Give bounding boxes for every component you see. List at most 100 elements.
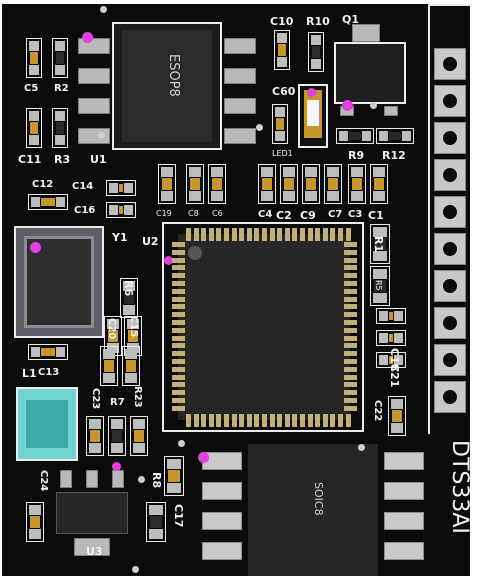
u2-pin	[344, 335, 357, 341]
smd-capacitor	[370, 164, 388, 204]
u2-pin	[344, 351, 357, 357]
u2-pin	[344, 242, 357, 247]
smd-capacitor	[130, 416, 148, 456]
u1-package-label: ESOP8	[166, 54, 181, 97]
label-r12: R12	[382, 149, 406, 162]
u1-pad	[78, 68, 110, 84]
smd-capacitor	[26, 108, 42, 148]
label-r5: R5	[374, 280, 383, 291]
smd-capacitor	[376, 308, 406, 324]
u2-pin	[338, 228, 343, 241]
smd-capacitor	[122, 346, 140, 386]
u2-pin	[344, 304, 357, 310]
u2-pin	[201, 414, 207, 427]
u2-pin	[344, 327, 357, 333]
header-pin-pad	[434, 48, 466, 80]
board-silkscreen-text: DTS33AI	[447, 440, 470, 534]
smd-resistor	[108, 416, 126, 456]
smd-capacitor	[86, 416, 104, 456]
u2-pin	[338, 414, 343, 427]
u2-chip-body	[178, 234, 350, 420]
u2-pin	[208, 414, 214, 427]
u2-pin	[172, 320, 185, 325]
u3-ref-label: U3	[86, 545, 103, 558]
u2-pin	[322, 228, 328, 241]
u2-pin	[292, 228, 298, 241]
pcb-board: ESOP8 U1 Q1 LED1 Y1 L1 U2 SOIC8	[2, 4, 470, 576]
header-pin-pad	[434, 270, 466, 302]
u2-pin	[216, 414, 222, 427]
label-c9: C9	[300, 209, 316, 222]
u1-pad	[224, 68, 256, 84]
q1-pad	[384, 106, 398, 116]
u1-pad	[78, 128, 110, 144]
q1-transistor	[334, 42, 406, 104]
smd-capacitor	[164, 456, 184, 496]
label-r9: R9	[348, 149, 365, 162]
led1-ref-label: LED1	[272, 149, 293, 158]
u2-pin	[315, 228, 321, 241]
u2-pin	[172, 405, 185, 411]
u2-pin	[172, 343, 185, 349]
label-c7: C7	[328, 209, 343, 220]
soic8-chip	[248, 444, 378, 576]
u2-pin	[344, 265, 357, 271]
soic8-pad	[384, 482, 424, 500]
l1-ref-label: L1	[22, 367, 37, 380]
u2-pin	[344, 390, 357, 396]
u2-pin	[269, 414, 275, 427]
u2-pin	[330, 414, 336, 427]
smd-capacitor	[272, 104, 288, 144]
u2-pin	[277, 228, 283, 241]
u2-pin	[172, 390, 185, 396]
smd-capacitor	[274, 30, 290, 70]
u2-pin	[344, 257, 357, 263]
via	[98, 132, 105, 139]
via	[358, 444, 365, 451]
u2-pin	[208, 228, 214, 241]
u2-pin	[345, 414, 351, 427]
u2-pin	[224, 414, 229, 427]
smd-capacitor	[258, 164, 276, 204]
header-pin-pad	[434, 159, 466, 191]
label-c10: C10	[270, 15, 294, 28]
u2-pin	[344, 405, 357, 411]
u2-pin	[246, 228, 252, 241]
smd-resistor	[370, 266, 390, 306]
u2-pin	[277, 414, 283, 427]
u2-pin	[172, 265, 185, 271]
u2-pin	[231, 228, 237, 241]
smd-capacitor	[26, 38, 42, 78]
label-c16: C16	[74, 205, 96, 216]
u2-pin	[330, 228, 336, 241]
u2-pin	[172, 304, 185, 310]
smd-resistor	[370, 224, 390, 264]
label-c6: C6	[212, 209, 223, 218]
label-c14: C14	[72, 181, 94, 192]
smd-resistor	[336, 128, 374, 144]
label-c22: C22	[372, 400, 383, 422]
soic8-pad	[202, 542, 242, 560]
label-c1: C1	[368, 209, 384, 222]
u2-pin	[193, 414, 199, 427]
u2-pin	[216, 228, 222, 241]
u2-pin	[262, 414, 267, 427]
u2-pin	[172, 335, 185, 341]
u2-pin	[231, 414, 237, 427]
u2-pin	[201, 228, 207, 241]
smd-capacitor	[28, 194, 68, 210]
u2-pin	[172, 351, 185, 357]
label-r8: R8	[150, 472, 163, 489]
u2-pin	[186, 228, 191, 241]
label-c3: C3	[348, 209, 363, 220]
q1-pin1-marker	[342, 100, 353, 111]
smd-resistor	[376, 128, 414, 144]
led1-window	[307, 100, 319, 126]
via	[370, 102, 377, 109]
u2-pin	[344, 281, 357, 286]
smd-capacitor	[376, 330, 406, 346]
u2-pin	[344, 374, 357, 380]
label-c17: C17	[172, 504, 185, 528]
u2-pin	[344, 273, 357, 279]
soic8-pad	[384, 452, 424, 470]
